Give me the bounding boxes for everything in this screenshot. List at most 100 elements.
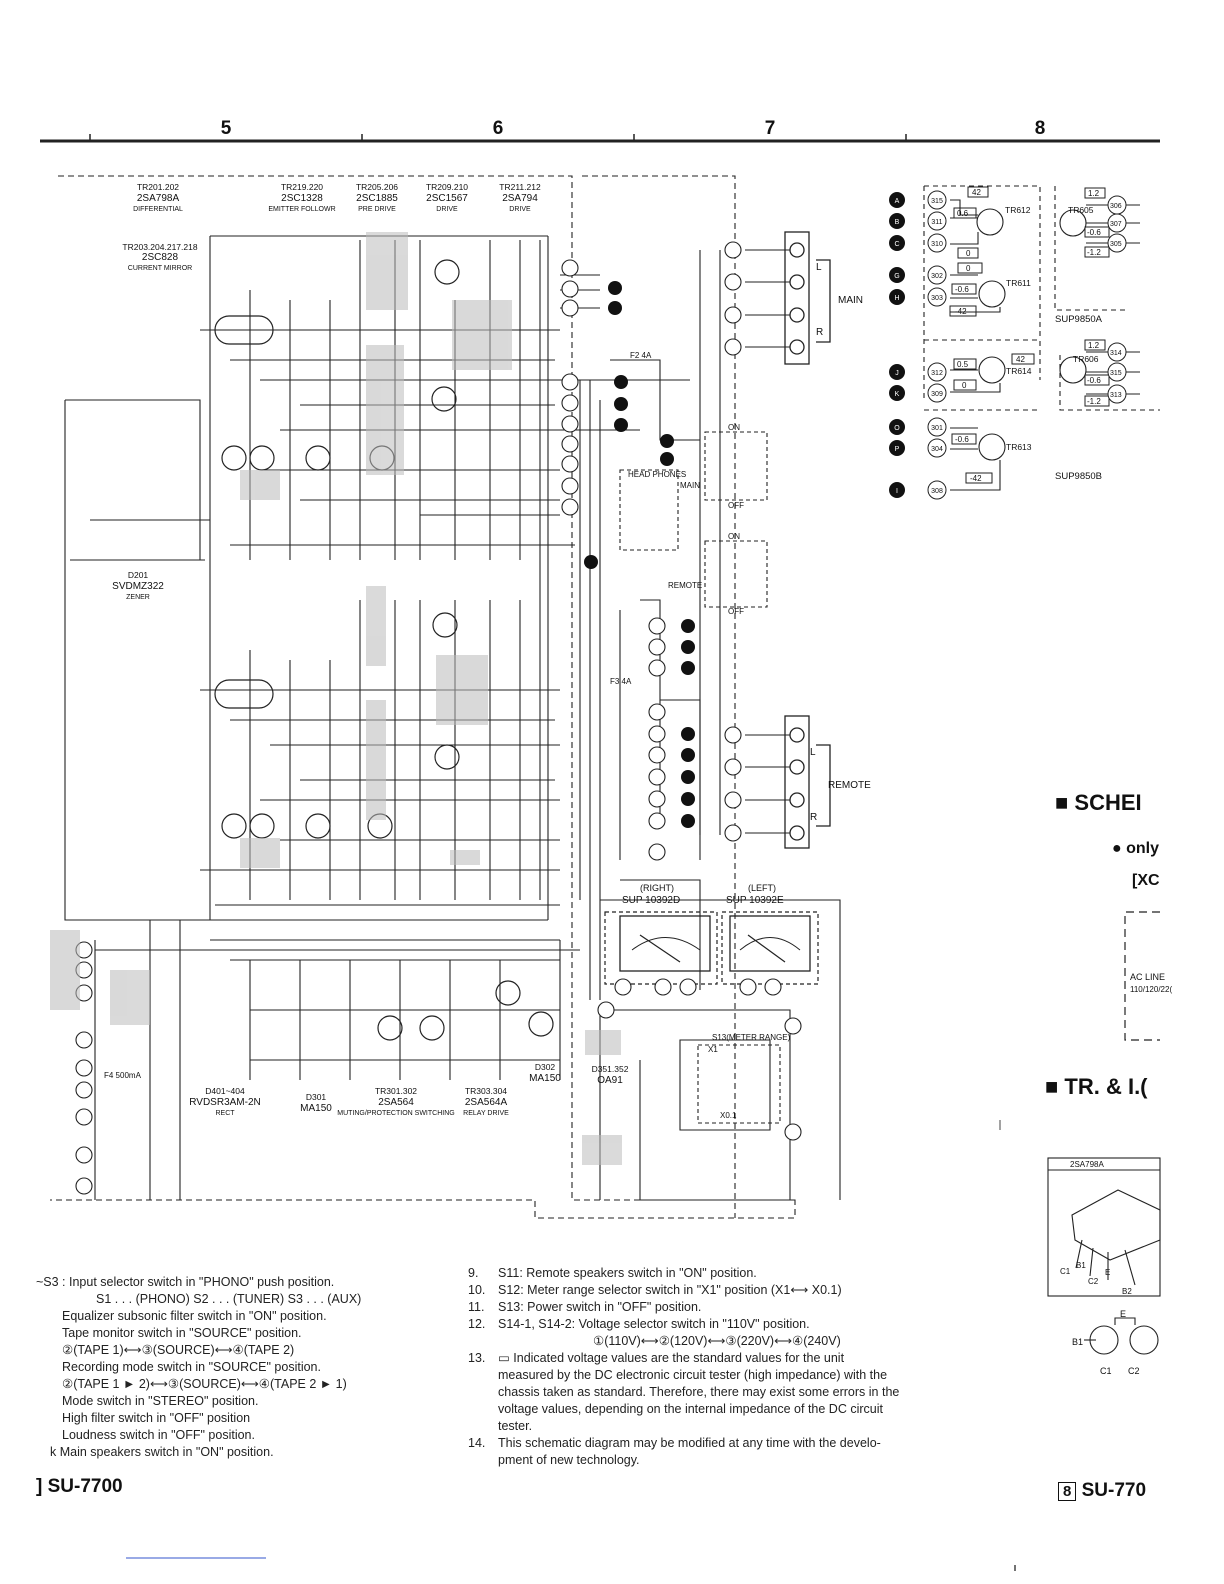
pin-label: E bbox=[1105, 1268, 1110, 1277]
header-ids: D302 bbox=[535, 1062, 556, 1072]
voltage-box: -0.6 bbox=[1087, 228, 1101, 237]
note-text: tester. bbox=[498, 1419, 533, 1433]
note-number: 9. bbox=[468, 1266, 479, 1280]
voltage-box: -1.2 bbox=[1087, 397, 1101, 406]
symbol-label: E bbox=[1120, 1309, 1126, 1319]
symbol-label: B1 bbox=[1072, 1337, 1083, 1347]
note-line: tester. bbox=[468, 1418, 988, 1435]
fuse-label: F3 4A bbox=[610, 677, 632, 686]
remote-r: R bbox=[810, 812, 817, 823]
pin-circles bbox=[75, 241, 802, 1195]
voltage-box: 1.2 bbox=[1088, 341, 1100, 350]
note-line: ②(TAPE 1 ► 2)⟷③(SOURCE)⟷④(TAPE 2 ► 1) bbox=[62, 1377, 347, 1391]
column-marker: 5 bbox=[221, 118, 232, 139]
header-ids: TR205.206 bbox=[356, 182, 398, 192]
meter-part: SUP 10392D bbox=[622, 895, 680, 906]
note-line: Mode switch in "STEREO" position. bbox=[62, 1394, 259, 1408]
note-text: pment of new technology. bbox=[498, 1453, 640, 1467]
bracket-note: [XC bbox=[1132, 872, 1160, 889]
notes-right: 9. S11: Remote speakers switch in "ON" po… bbox=[468, 1265, 988, 1469]
note-line: 12.S14-1, S14-2: Voltage selector switch… bbox=[468, 1316, 988, 1333]
lettered-dots bbox=[584, 281, 695, 828]
footer-left: ] SU-7700 bbox=[36, 1476, 123, 1497]
switch-label: ON bbox=[728, 423, 740, 432]
row-pin: 315 bbox=[931, 198, 943, 205]
row-pin: 308 bbox=[931, 488, 943, 495]
package-part: 2SA798A bbox=[1070, 1160, 1104, 1169]
header-ids: TR203.204.217.218 bbox=[122, 242, 197, 252]
module-rows: A 315 B 311 C 310 G 302 H 303 J 312 K 30… bbox=[889, 190, 947, 500]
note-line: pment of new technology. bbox=[468, 1452, 988, 1469]
module-name: SUP9850B bbox=[1055, 471, 1102, 482]
right-pin: 305 bbox=[1110, 241, 1122, 248]
note-text: S11: Remote speakers switch in "ON" posi… bbox=[498, 1266, 757, 1280]
row-letter: O bbox=[894, 425, 900, 432]
header-role: PRE DRIVE bbox=[358, 206, 396, 213]
fuse-label: F2 4A bbox=[630, 351, 652, 360]
footer-right: 8 SU-770 bbox=[1058, 1480, 1146, 1502]
transistor-label: TR606 bbox=[1073, 354, 1099, 364]
note-number: 13. bbox=[468, 1351, 486, 1365]
header-part: MA150 bbox=[300, 1103, 332, 1114]
note-text: measured by the DC electronic circuit te… bbox=[498, 1368, 888, 1382]
header-part: 2SA564 bbox=[378, 1097, 414, 1108]
row-letter: B bbox=[895, 219, 900, 226]
header-ids: D301 bbox=[306, 1092, 327, 1102]
module-labels: TR612 TR611 TR614 TR613 TR605 TR606 SUP9… bbox=[949, 186, 1127, 484]
module-name: SUP9850A bbox=[1055, 314, 1103, 325]
header-part: 2SA794 bbox=[502, 193, 538, 204]
row-pin: 310 bbox=[931, 241, 943, 248]
switch-label: S13(METER RANGE) bbox=[712, 1033, 791, 1042]
note-number: 14. bbox=[468, 1436, 486, 1450]
zener-id: D201 bbox=[128, 570, 149, 580]
note-number: 12. bbox=[468, 1317, 486, 1331]
transistor-label: TR613 bbox=[1006, 442, 1032, 452]
row-pin: 311 bbox=[931, 219, 942, 226]
switch-blocks bbox=[619, 431, 781, 1124]
voltage-box: 1.2 bbox=[1088, 189, 1100, 198]
note-line: S1 . . . (PHONO) S2 . . . (TUNER) S3 . .… bbox=[96, 1292, 362, 1306]
header-role: CURRENT MIRROR bbox=[128, 265, 192, 272]
ac-line-label: AC LINE bbox=[1130, 972, 1165, 982]
note-line: ~S3 : Input selector switch in "PHONO" p… bbox=[36, 1275, 335, 1289]
header-part: 2SC1885 bbox=[356, 193, 398, 204]
transistor-headers: TR201.202 2SA798A DIFFERENTIAL TR219.220… bbox=[112, 182, 541, 601]
pin-label: C1 bbox=[1060, 1267, 1071, 1276]
header-part: MA150 bbox=[529, 1073, 561, 1084]
note-text: S12: Meter range selector switch in "X1"… bbox=[498, 1283, 842, 1297]
note-line: 11.S13: Power switch in "OFF" position. bbox=[468, 1299, 988, 1316]
note-line: 13.▭ Indicated voltage values are the st… bbox=[468, 1350, 988, 1367]
note-number: 10. bbox=[468, 1283, 486, 1297]
note-line: ②(TAPE 1)⟷③(SOURCE)⟷④(TAPE 2) bbox=[62, 1343, 295, 1357]
note-line: measured by the DC electronic circuit te… bbox=[468, 1367, 988, 1384]
voltage-box: 0.5 bbox=[957, 360, 969, 369]
row-letter: P bbox=[895, 446, 900, 453]
main-label: MAIN bbox=[838, 295, 863, 306]
level-meters: (RIGHT) SUP 10392D (LEFT) SUP 10392E bbox=[604, 883, 819, 985]
header-role: DRIVE bbox=[509, 206, 531, 213]
column-marker: 8 bbox=[1035, 118, 1046, 139]
row-letter: I bbox=[896, 488, 898, 495]
meter-part: SUP 10392E bbox=[726, 895, 784, 906]
voltage-box: -0.6 bbox=[1087, 376, 1101, 385]
transistor-package bbox=[1047, 1157, 1161, 1355]
page-number: 8 bbox=[1058, 1482, 1077, 1501]
switch-label: HEAD PHONES bbox=[628, 470, 686, 479]
switch-label: OFF bbox=[728, 501, 744, 510]
header-part: 2SA564A bbox=[465, 1097, 508, 1108]
column-marker: 6 bbox=[493, 118, 504, 139]
main-l: L bbox=[816, 262, 822, 273]
note-line: Recording mode switch in "SOURCE" positi… bbox=[62, 1360, 321, 1374]
header-part: 2SC1328 bbox=[281, 193, 323, 204]
zener-part: SVDMZ322 bbox=[112, 581, 164, 592]
ac-line-box bbox=[1124, 911, 1160, 1041]
remote-l: L bbox=[810, 747, 816, 758]
fuse-labels: F2 4A F3 4A F4 500mA bbox=[104, 351, 652, 1080]
header-role: MUTING/PROTECTION SWITCHING bbox=[337, 1110, 454, 1117]
voltage-box: -1.2 bbox=[1087, 248, 1101, 257]
row-pin: 304 bbox=[931, 446, 943, 453]
transistor-label: TR605 bbox=[1068, 205, 1094, 215]
voltage-box: -42 bbox=[970, 474, 982, 483]
note-line: 10. S12: Meter range selector switch in "… bbox=[468, 1282, 988, 1299]
model-name: SU-770 bbox=[1081, 1480, 1147, 1501]
